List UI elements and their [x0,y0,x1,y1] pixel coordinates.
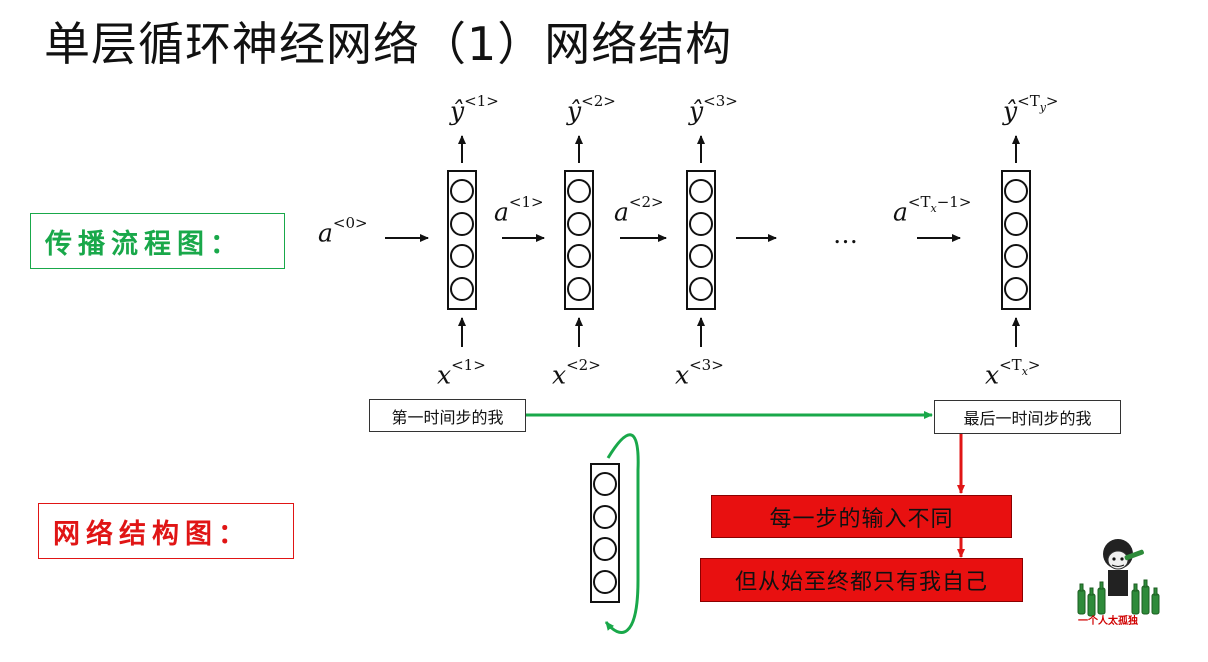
lonely-sticker: 一个人太孤独 [1072,534,1172,630]
different-input-box: 每一步的输入不同 [711,495,1012,538]
output-label-3: ŷ<3> [689,92,738,126]
sticker-caption: 一个人太孤独 [1078,616,1138,627]
neuron [1004,276,1028,301]
structure-label-text: 网络结构图： [53,518,251,550]
activation-label-1: a<1> [494,193,544,227]
neuron [450,179,474,204]
activation-label-0: a<0> [318,214,368,248]
activation-label-last: a<Tx−1> [893,193,972,227]
neuron [689,211,713,236]
output-label-1: ŷ<1> [450,92,499,126]
recurrent-loop-arrow [604,433,640,634]
activation-label-2: a<2> [614,193,664,227]
neuron [593,569,617,594]
input-label-1: x<1> [437,356,486,390]
input-label-3: x<3> [675,356,724,390]
ellipsis: … [833,220,858,249]
neuron [593,504,617,529]
rnn-cell-last [1001,170,1031,310]
rnn-cell-folded [590,463,620,603]
neuron [567,211,591,236]
neuron [689,276,713,301]
structure-label: 网络结构图： [38,503,294,559]
propagation-label: 传播流程图： [30,213,285,269]
input-label-2: x<2> [552,356,601,390]
only-me-text: 但从始至终都只有我自己 [734,570,988,595]
first-step-text: 第一时间步的我 [391,407,504,427]
neuron [450,244,474,269]
neuron [1004,179,1028,204]
neuron [593,537,617,562]
last-step-text: 最后一时间步的我 [963,409,1092,428]
neuron [1004,244,1028,269]
neuron [689,244,713,269]
neuron [567,276,591,301]
output-label-2: ŷ<2> [567,92,616,126]
neuron [450,211,474,236]
sticker-illustration [1077,539,1160,617]
propagation-label-text: 传播流程图： [45,228,243,260]
neuron [567,179,591,204]
neuron [1004,211,1028,236]
neuron [689,179,713,204]
input-label-last: x<Tx> [985,356,1041,390]
last-step-box: 最后一时间步的我 [934,400,1121,434]
different-input-text: 每一步的输入不同 [769,506,954,532]
page-title: 单层循环神经网络（1）网络结构 [44,17,733,71]
first-step-box: 第一时间步的我 [369,399,526,432]
neuron [593,472,617,497]
rnn-cell-3 [686,170,716,310]
rnn-cell-1 [447,170,477,310]
rnn-cell-2 [564,170,594,310]
neuron [567,244,591,269]
output-label-last: ŷ<Ty> [1003,92,1059,126]
only-me-box: 但从始至终都只有我自己 [700,558,1023,602]
neuron [450,276,474,301]
